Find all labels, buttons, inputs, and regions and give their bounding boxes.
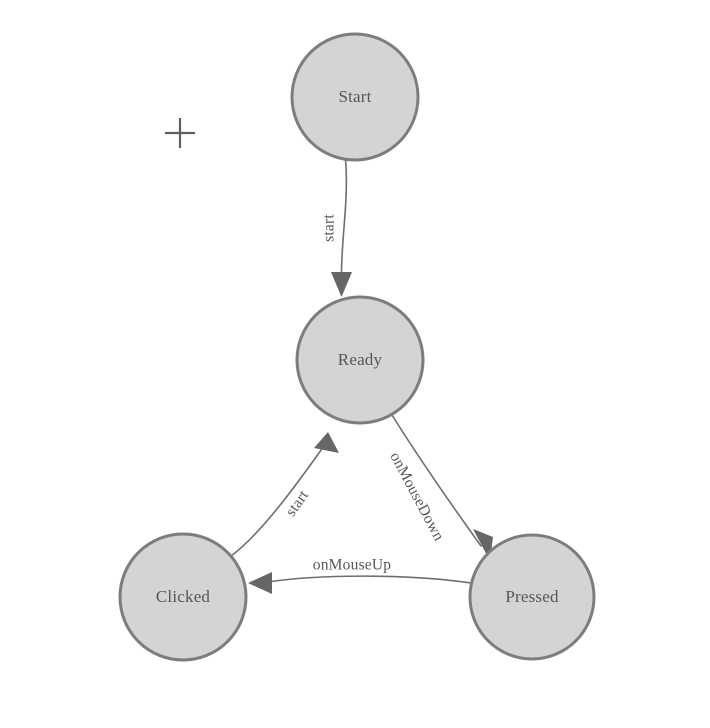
node-pressed-label: Pressed: [505, 587, 559, 606]
edge-pressed-to-clicked[interactable]: onMouseUp: [248, 557, 472, 594]
edge-label-clicked-to-ready: start: [282, 487, 312, 520]
crosshair-icon: [165, 118, 195, 148]
node-ready-circle[interactable]: [295, 295, 425, 425]
edge-clicked-to-ready[interactable]: start: [230, 432, 339, 557]
node-start-circle[interactable]: [290, 32, 420, 162]
edge-label-pressed-to-clicked: onMouseUp: [313, 557, 391, 574]
edge-ready-to-pressed-path[interactable]: [391, 414, 482, 547]
node-ready[interactable]: Ready: [295, 295, 425, 425]
node-ready-label: Ready: [338, 350, 383, 369]
edge-pressed-to-clicked-arrowhead: [248, 572, 272, 594]
node-pressed-circle[interactable]: [468, 533, 596, 661]
edge-start-to-ready[interactable]: start: [321, 158, 352, 297]
node-clicked[interactable]: Clicked: [118, 532, 248, 662]
edge-clicked-to-ready-arrowhead: [314, 432, 339, 453]
edge-label-start-to-ready: start: [321, 214, 338, 242]
node-start[interactable]: Start: [290, 32, 420, 162]
edge-start-to-ready-path[interactable]: [340, 158, 348, 278]
edge-start-to-ready-arrowhead: [331, 272, 352, 297]
node-clicked-circle[interactable]: [118, 532, 248, 662]
node-clicked-label: Clicked: [156, 587, 211, 606]
node-pressed[interactable]: Pressed: [468, 533, 596, 661]
edge-ready-to-pressed[interactable]: onMouseDown: [386, 414, 493, 561]
edge-label-ready-to-pressed: onMouseDown: [386, 449, 447, 543]
edge-pressed-to-clicked-path[interactable]: [267, 575, 472, 584]
node-start-label: Start: [338, 87, 371, 106]
edge-clicked-to-ready-path[interactable]: [230, 442, 327, 557]
